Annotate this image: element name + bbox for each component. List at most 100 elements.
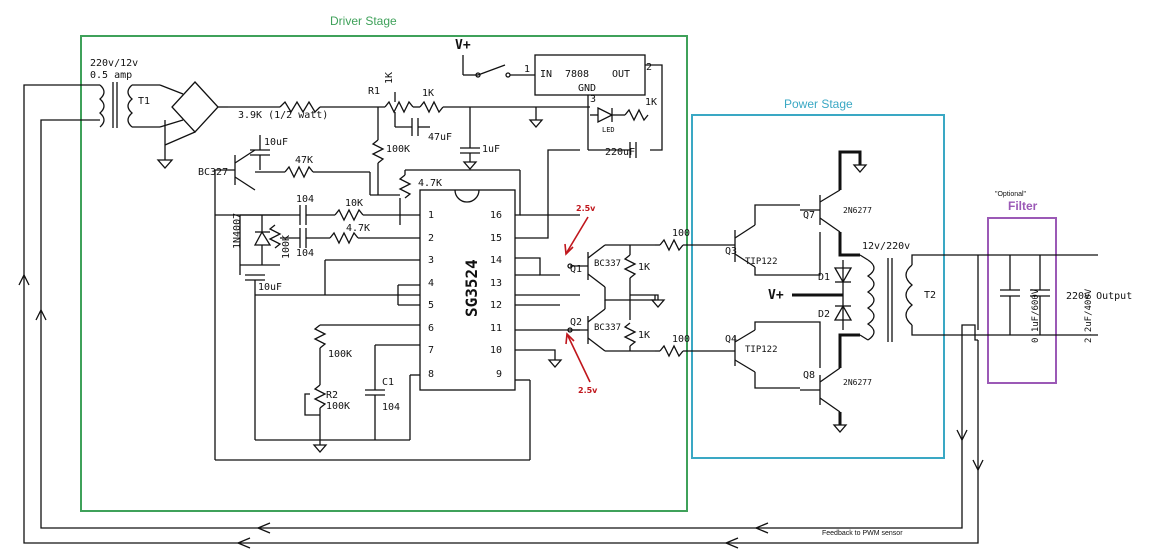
transformer-t2	[859, 254, 1098, 342]
cap-10uf-top-label: 10uF	[264, 137, 288, 148]
voltage-q2: 2.5v	[578, 386, 598, 395]
ic-pin-r10: 10	[490, 345, 502, 356]
r-4k7-b-label: 4.7K	[346, 223, 370, 234]
ic-pin-l3: 3	[428, 255, 434, 266]
reg-in: IN	[540, 69, 552, 80]
ic-pin-l8: 8	[428, 369, 434, 380]
cap-47uf-label: 47uF	[428, 132, 452, 143]
r-1k-q2-label: 1K	[638, 330, 650, 341]
q1-model: BC337	[594, 259, 621, 269]
cap-10uf-top	[250, 135, 270, 170]
cap-10uf-bottom	[245, 274, 265, 295]
q3-ref: Q3	[725, 246, 737, 257]
ic-pin-l1: 1	[428, 210, 434, 221]
vplus-top-label: V+	[455, 38, 471, 53]
ic-pin-r11: 11	[490, 323, 502, 334]
resistor-3k9	[279, 100, 321, 114]
r-1k-led-label: 1K	[645, 97, 657, 108]
resistor-1k-q1	[623, 254, 637, 279]
led	[590, 106, 625, 124]
transistor-bc327	[215, 149, 256, 191]
arrow-q2	[567, 335, 591, 383]
arrow-q1	[566, 216, 589, 253]
q8-ref: Q8	[803, 370, 815, 381]
resistor-100-q3	[659, 238, 684, 252]
transistor-q1	[567, 244, 606, 288]
cap-10uf-bottom-label: 10uF	[258, 282, 282, 293]
resistor-1k-top	[419, 100, 444, 114]
feedback-label: Feedback to PWM sensor	[822, 530, 903, 537]
regulator-7808	[534, 54, 646, 96]
cap-1uf-label: 1uF	[482, 144, 500, 155]
r-1k-q1-label: 1K	[638, 262, 650, 273]
transistor-q4	[734, 329, 756, 373]
cap-1uf	[460, 147, 480, 170]
resistor-47k	[284, 165, 314, 179]
resistor-1k-q2	[623, 322, 637, 347]
filter-cap-b-label: 2.2uF/400V	[1084, 288, 1094, 343]
filter-label: Filter	[1008, 199, 1038, 213]
vplus-power: V+	[768, 288, 784, 303]
r1-ref: R1	[368, 86, 380, 97]
resistor-r1	[384, 92, 414, 114]
ic-pin-l5: 5	[428, 300, 434, 311]
r-100k-top-label: 100K	[386, 144, 410, 155]
reg-pin-3: 3	[590, 94, 596, 105]
ic-pin-r12: 12	[490, 300, 502, 311]
filter-cap-b	[1030, 255, 1050, 335]
resistor-100k-side	[268, 224, 282, 249]
output-label: 220v Output	[1066, 291, 1132, 302]
potentiometer-r2	[304, 384, 328, 453]
resistor-1k-led	[624, 108, 649, 122]
transformer-t1	[99, 82, 160, 128]
transistor-q3	[734, 224, 756, 268]
transistor-q2	[567, 308, 606, 352]
ic-pin-l2: 2	[428, 233, 434, 244]
q7-model: 2N6277	[843, 206, 872, 215]
d1-ref: D1	[818, 272, 830, 283]
d2-ref: D2	[818, 309, 830, 320]
c1-value: 104	[382, 402, 400, 413]
ground-symbol	[156, 159, 174, 169]
t2-rating: 12v/220v	[862, 241, 910, 252]
ic-pin-l6: 6	[428, 323, 434, 334]
filter-optional-note: "Optional"	[995, 191, 1027, 198]
cap-104-a	[299, 205, 307, 225]
r-100-q4-label: 100	[672, 334, 690, 345]
ic-pins-right: 16 15 14 13 12 11 10 9	[490, 210, 502, 380]
r-1k-top-label: 1K	[422, 88, 434, 99]
resistor-10k	[334, 208, 364, 222]
ic-pins-left: 1 2 3 4 5 6 7 8	[428, 210, 434, 380]
driver-stage-box	[80, 35, 688, 512]
q3-model: TIP122	[745, 257, 778, 267]
r-100-q3-label: 100	[672, 228, 690, 239]
r-3k9-label: 3.9K (1/2 watt)	[238, 110, 328, 121]
cap-47uf	[395, 118, 430, 136]
ic-pin-r9: 9	[496, 369, 502, 380]
power-stage-box	[691, 114, 945, 459]
diode-1n4007	[253, 215, 272, 265]
ic-sg3524	[419, 189, 516, 391]
driver-stage-label: Driver Stage	[330, 14, 397, 28]
r2-value: 100K	[326, 401, 350, 412]
t1-ref: T1	[138, 96, 150, 107]
q2-ref: Q2	[570, 317, 582, 328]
voltage-q1: 2.5v	[576, 204, 596, 213]
resistor-100-q4	[659, 344, 684, 358]
power-stage-label: Power Stage	[784, 97, 853, 111]
filter-cap-a-label: 0.1uF/600V	[1031, 288, 1041, 343]
ic-pin-l4: 4	[428, 278, 434, 289]
reg-out: OUT	[612, 69, 630, 80]
diode-1n4007-label: 1N4007	[232, 213, 243, 249]
cap-104-a-label: 104	[296, 194, 314, 205]
q1-ref: Q1	[570, 264, 582, 275]
q7-ref: Q7	[803, 210, 815, 221]
ic-pin-l7: 7	[428, 345, 434, 356]
cap-220uf-label: 220uF	[605, 147, 635, 158]
ic-pin-r15: 15	[490, 233, 502, 244]
q4-model: TIP122	[745, 345, 778, 355]
transistor-q7	[800, 189, 841, 233]
q2-model: BC337	[594, 323, 621, 333]
cap-104-b-label: 104	[296, 248, 314, 259]
q8-model: 2N6277	[843, 378, 872, 387]
